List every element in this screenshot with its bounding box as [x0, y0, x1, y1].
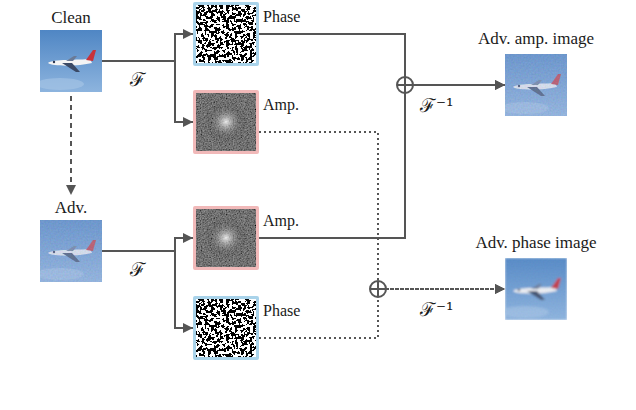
clean-image: Clean — [40, 8, 102, 92]
amplitude-spectrum: Amp. — [193, 90, 259, 154]
spectrum-label: Phase — [263, 301, 300, 321]
image-illustration — [196, 299, 256, 357]
flow-connector — [70, 96, 72, 195]
image-illustration — [40, 220, 102, 282]
adv-phase-image: Adv. phase image — [505, 258, 567, 320]
transform-label: ℱ — [128, 258, 148, 280]
sum-symbol — [397, 77, 413, 93]
phase-spectrum: Phase — [193, 296, 259, 360]
flow-connector — [102, 251, 193, 328]
flow-connector — [259, 132, 505, 289]
image-figure — [40, 220, 102, 282]
spectrum-label: Amp. — [263, 95, 299, 115]
image-caption: Clean — [40, 8, 102, 28]
image-figure — [40, 30, 102, 92]
flow-connector — [102, 238, 193, 251]
image-illustration — [505, 54, 567, 116]
spectrum-label: Phase — [263, 7, 300, 27]
image-illustration — [196, 5, 256, 63]
flow-connector — [259, 34, 505, 85]
transform-label: ℱ⁻¹ — [418, 298, 456, 320]
image-illustration — [196, 93, 256, 151]
spectrum-label: Amp. — [263, 211, 299, 231]
phase-spectrum: Phase — [193, 2, 259, 66]
transform-label: ℱ⁻¹ — [418, 94, 456, 116]
sum-symbol — [370, 281, 386, 297]
transform-label: ℱ — [128, 68, 148, 90]
image-caption: Adv. phase image — [475, 233, 596, 253]
image-illustration — [40, 30, 102, 92]
image-illustration — [196, 209, 256, 267]
adv-image: Adv. — [40, 198, 102, 282]
flow-connector — [102, 34, 193, 61]
image-caption: Adv. — [40, 198, 102, 218]
flow-connector — [102, 61, 193, 122]
adv-amp-image: Adv. amp. image — [505, 54, 567, 116]
amplitude-spectrum: Amp. — [193, 206, 259, 270]
image-illustration — [505, 258, 567, 320]
flow-connector — [259, 85, 505, 238]
image-caption: Adv. amp. image — [478, 29, 594, 49]
